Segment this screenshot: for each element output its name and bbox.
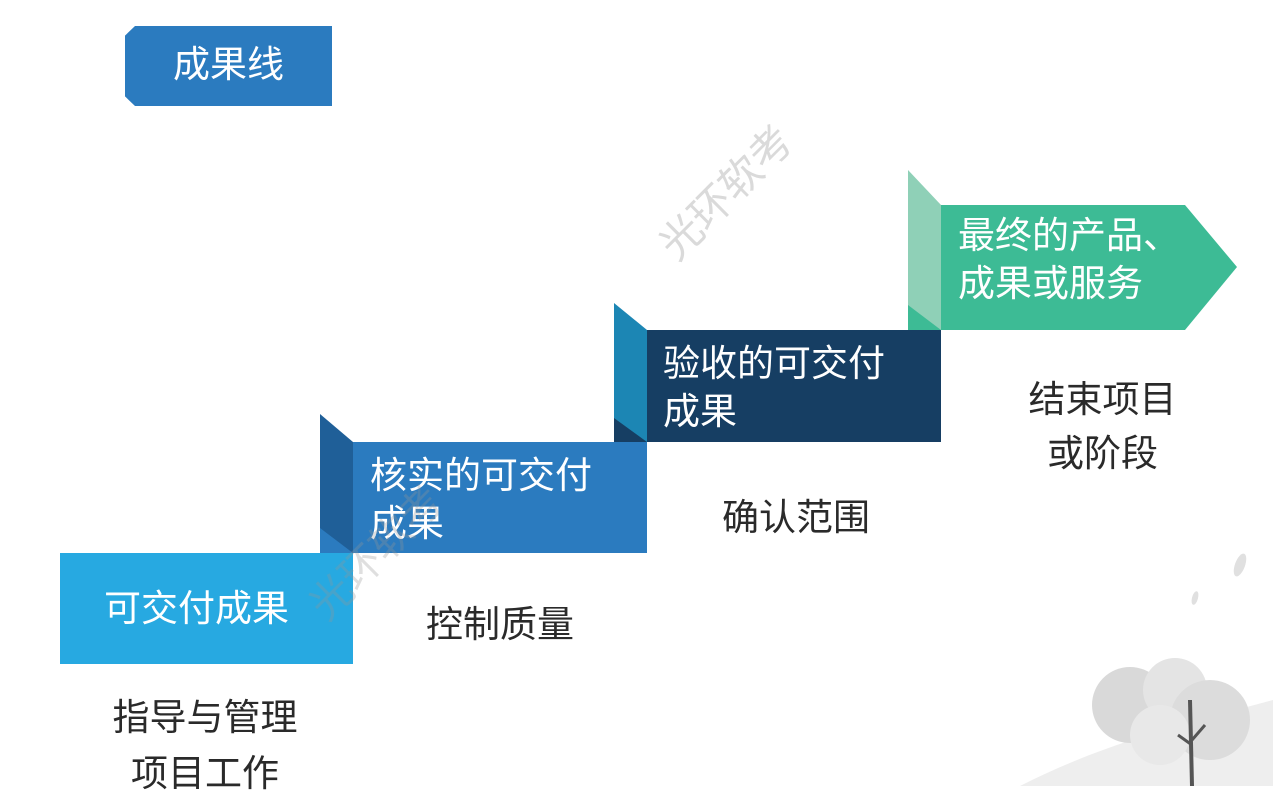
step4-caption-line2: 或阶段 xyxy=(1047,432,1158,475)
step3-fold xyxy=(614,303,647,442)
step2-fold xyxy=(320,414,353,553)
step4-caption-line1: 结束项目 xyxy=(1028,378,1177,421)
step2-box-line1: 核实的可交付 xyxy=(370,454,592,497)
step1-caption-line1: 指导与管理 xyxy=(112,696,298,739)
step2-box xyxy=(353,442,647,553)
diagram-title: 成果线 xyxy=(173,43,284,86)
step3-under-fold xyxy=(614,418,647,442)
step4-box-line1: 最终的产品、 xyxy=(958,214,1180,257)
step3-box xyxy=(647,330,941,442)
title-badge: 成果线 xyxy=(125,26,332,106)
step1-caption-line2: 项目工作 xyxy=(131,752,279,795)
step1-box-label: 可交付成果 xyxy=(104,587,289,630)
step2-box-line2: 成果 xyxy=(370,502,444,545)
step3-box-label: 验收的可交付 成果 xyxy=(663,340,885,436)
decorative-tree-icon xyxy=(1020,553,1273,786)
step1-box xyxy=(60,553,353,664)
step4-caption: 结束项目 或阶段 xyxy=(1000,376,1205,478)
step2-under-fold xyxy=(320,528,353,553)
step2-caption: 控制质量 xyxy=(426,603,574,646)
step2-box-label: 核实的可交付 成果 xyxy=(370,452,592,548)
step4-box-line2: 成果或服务 xyxy=(958,262,1143,305)
step4-box xyxy=(941,205,1237,330)
step3-box-line1: 验收的可交付 xyxy=(663,342,885,385)
step1-caption: 指导与管理 项目工作 xyxy=(90,694,320,798)
step3-box-line2: 成果 xyxy=(663,390,737,433)
step4-fold xyxy=(908,170,941,330)
step4-box-label: 最终的产品、 成果或服务 xyxy=(958,212,1180,308)
step3-caption: 确认范围 xyxy=(722,496,870,539)
step4-under-fold xyxy=(908,305,941,330)
